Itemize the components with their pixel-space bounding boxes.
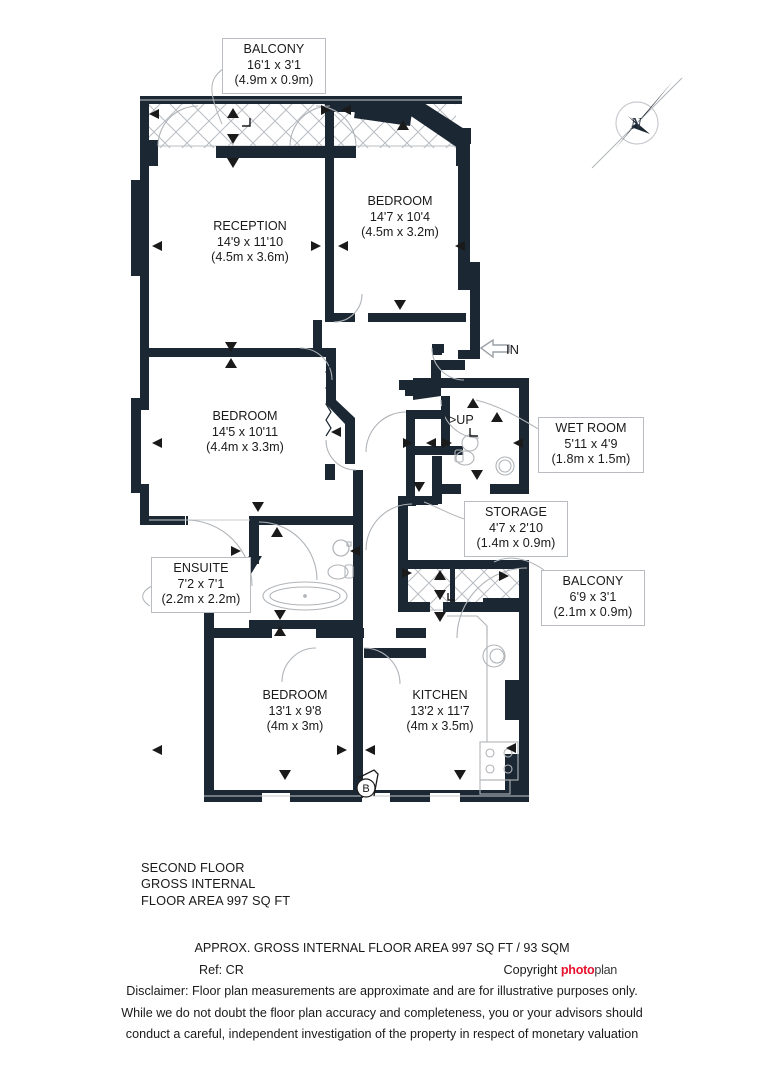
- room-dimensions-imperial: 5'11 x 4'9: [564, 436, 618, 451]
- room-name: BEDROOM: [367, 194, 433, 208]
- fixtures: [262, 434, 519, 795]
- room-dimensions-metric: (2.1m x 0.9m): [553, 605, 633, 620]
- room-name: RECEPTION: [213, 219, 287, 233]
- room-dimensions-imperial: 14'7 x 10'4: [369, 209, 431, 224]
- gross-area-line: APPROX. GROSS INTERNAL FLOOR AREA 997 SQ…: [194, 941, 570, 955]
- copyright-prefix: Copyright: [503, 962, 558, 977]
- photoplan-logo-plan: plan: [594, 962, 617, 977]
- bathtub-icon: [262, 581, 348, 611]
- wetroom-wc-icon: [455, 450, 475, 466]
- room-label-ensuite: ENSUITE 7'2 x 7'1 (2.2m x 2.2m): [151, 557, 251, 613]
- exterior-walls: [131, 96, 480, 525]
- room-dimensions-metric: (4.5m x 3.6m): [211, 250, 289, 265]
- room-name: STORAGE: [484, 505, 548, 519]
- svg-text:N: N: [629, 114, 643, 133]
- floor-summary-line-3: FLOOR AREA 997 SQ FT: [141, 892, 291, 908]
- room-label-balcony-top: BALCONY 16'1 x 3'1 (4.9m x 0.9m): [222, 38, 326, 94]
- room-dimensions-imperial: 14'5 x 10'11: [211, 424, 279, 439]
- room-label-wet-room: WET ROOM 5'11 x 4'9 (1.8m x 1.5m): [538, 417, 644, 473]
- disclaimer-line-3: conduct a careful, independent investiga…: [125, 1027, 639, 1041]
- floor-summary-line-2: GROSS INTERNAL: [141, 876, 256, 892]
- floor-summary: SECOND FLOOR GROSS INTERNAL FLOOR AREA 9…: [141, 860, 290, 909]
- room-dimensions-imperial: 13'1 x 9'8: [268, 703, 322, 718]
- room-dimensions-imperial: 7'2 x 7'1: [177, 576, 225, 591]
- reference-row: Ref: CR Copyright photoplan: [147, 960, 617, 982]
- room-dimensions-metric: (4m x 3.5m): [406, 719, 474, 734]
- room-dimensions-imperial: 4'7 x 2'10: [488, 520, 544, 535]
- room-name: BALCONY: [562, 574, 624, 588]
- room-label-balcony-right: BALCONY 6'9 x 3'1 (2.1m x 0.9m): [541, 570, 645, 626]
- room-dimensions-metric: (4.5m x 3.2m): [361, 225, 439, 240]
- room-dimensions-metric: (1.4m x 0.9m): [476, 536, 556, 551]
- label-leader-lines: [142, 65, 545, 607]
- room-dimensions-imperial: 16'1 x 3'1: [246, 57, 302, 72]
- compass-icon: N: [591, 77, 683, 169]
- room-dimensions-metric: (2.2m x 2.2m): [161, 592, 241, 607]
- room-label-bedroom-2: BEDROOM 14'5 x 10'11 (4.4m x 3.3m): [175, 409, 315, 456]
- room-label-bedroom-3: BEDROOM 13'1 x 9'8 (4m x 3m): [225, 688, 365, 735]
- disclaimer-line-2: While we do not doubt the floor plan acc…: [121, 1005, 643, 1020]
- interior-walls: [149, 96, 466, 798]
- bay-wall-detail: [325, 355, 332, 437]
- room-dimensions-metric: (4.4m x 3.3m): [206, 440, 284, 455]
- reference-label: Ref: CR: [199, 962, 244, 977]
- stairs-up-label: >UP: [449, 413, 474, 427]
- room-name: BEDROOM: [262, 688, 328, 702]
- room-dimensions-metric: (1.8m x 1.5m): [551, 452, 631, 467]
- stairs-marker: [441, 406, 445, 434]
- room-dimensions-imperial: 13'2 x 11'7: [410, 703, 470, 718]
- boiler-marker: B: [356, 769, 379, 798]
- room-dimensions-metric: (4m x 3m): [266, 719, 324, 734]
- room-name: KITCHEN: [412, 688, 468, 702]
- room-dimensions-imperial: 14'9 x 11'10: [216, 234, 284, 249]
- room-dimensions-metric: (4.9m x 0.9m): [234, 73, 314, 88]
- room-name: BALCONY: [243, 42, 305, 56]
- photoplan-logo-photo: photo: [560, 962, 595, 977]
- dimension-arrows: [149, 105, 523, 780]
- disclaimer-line-1: Disclaimer: Floor plan measurements are …: [126, 984, 638, 998]
- kitchen-sink-icon: [482, 644, 506, 668]
- room-label-bedroom-1: BEDROOM 14'7 x 10'4 (4.5m x 3.2m): [330, 194, 470, 241]
- room-dimensions-imperial: 6'9 x 3'1: [569, 589, 617, 604]
- copyright-block: Copyright photoplan: [504, 960, 618, 982]
- room-label-kitchen: KITCHEN 13'2 x 11'7 (4m x 3.5m): [370, 688, 510, 735]
- svg-text:B: B: [362, 783, 369, 795]
- room-label-storage: STORAGE 4'7 x 2'10 (1.4m x 0.9m): [464, 501, 568, 557]
- room-name: BEDROOM: [212, 409, 278, 423]
- entrance-arrow-icon: [479, 338, 510, 359]
- room-label-reception: RECEPTION 14'9 x 11'10 (4.5m x 3.6m): [180, 219, 320, 266]
- wc-icon: [327, 564, 349, 580]
- entrance-label: IN: [506, 342, 519, 357]
- footer-block: APPROX. GROSS INTERNAL FLOOR AREA 997 SQ…: [0, 938, 764, 1046]
- room-name: WET ROOM: [555, 421, 627, 435]
- floor-summary-line-1: SECOND FLOOR: [141, 860, 245, 875]
- room-name: ENSUITE: [173, 561, 229, 575]
- floorplan-drawing: B: [131, 65, 683, 802]
- shower-drain-icon: [495, 456, 515, 476]
